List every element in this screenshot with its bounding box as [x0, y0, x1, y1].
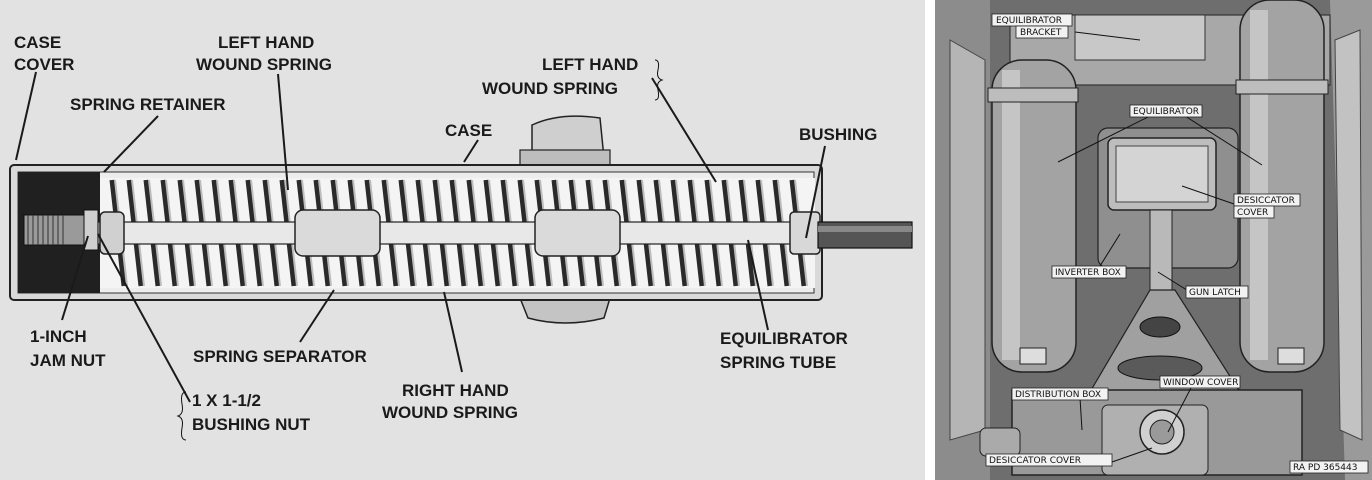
label-ra-pd: RA PD 365443	[1293, 463, 1357, 473]
label-gun-latch: GUN LATCH	[1189, 288, 1241, 298]
label-lh-spring-2-b: WOUND SPRING	[482, 79, 618, 98]
label-case-cover-1: CASE	[14, 33, 61, 52]
label-spring-retainer: SPRING RETAINER	[70, 95, 226, 114]
label-desiccator-bottom: DESICCATOR COVER	[989, 456, 1081, 466]
label-eq-tube-1: EQUILIBRATOR	[720, 329, 848, 348]
label-lh-spring-1-b: WOUND SPRING	[196, 55, 332, 74]
right-labels: EQUILIBRATOR BRACKET EQUILIBRATOR DESICC…	[985, 13, 1369, 474]
label-inverter-box: INVERTER BOX	[1055, 268, 1121, 278]
label-bushing-nut-1: 1 X 1-1/2	[192, 391, 261, 410]
brace-lh-spring	[654, 59, 664, 101]
spring-separators	[99, 209, 621, 257]
figure-separator	[925, 0, 935, 480]
left-leader-lines	[15, 71, 826, 403]
right-leader-lines	[1057, 31, 1263, 463]
label-eq-bracket-2: BRACKET	[1020, 28, 1062, 38]
label-lh-spring-1-a: LEFT HAND	[218, 33, 314, 52]
label-desiccator-top-2: COVER	[1237, 208, 1268, 218]
label-distribution-box: DISTRIBUTION BOX	[1015, 390, 1101, 400]
brace-bushing-nut	[176, 391, 187, 441]
label-lh-spring-2-a: LEFT HAND	[542, 55, 638, 74]
label-eq-bracket-1: EQUILIBRATOR	[996, 16, 1062, 26]
label-bushing: BUSHING	[799, 125, 877, 144]
bushing-shaft	[789, 211, 913, 255]
trunnion-mount	[518, 115, 612, 324]
label-eq-tube-2: SPRING TUBE	[720, 353, 836, 372]
left-labels: CASE COVER LEFT HAND WOUND SPRING SPRING…	[14, 33, 877, 441]
label-equilibrator: EQUILIBRATOR	[1133, 107, 1199, 117]
label-case: CASE	[445, 121, 492, 140]
case-cover-end	[18, 172, 100, 293]
label-window-cover: WINDOW COVER	[1163, 378, 1238, 388]
label-jam-nut-2: JAM NUT	[30, 351, 106, 370]
equilibrator-rod	[97, 221, 819, 245]
label-rh-spring-2: WOUND SPRING	[382, 403, 518, 422]
label-spring-separator: SPRING SEPARATOR	[193, 347, 367, 366]
label-jam-nut-1: 1-INCH	[30, 327, 87, 346]
label-desiccator-top-1: DESICCATOR	[1237, 196, 1295, 206]
label-case-cover-2: COVER	[14, 55, 74, 74]
label-rh-spring-1: RIGHT HAND	[402, 381, 509, 400]
right-figure-photo	[935, 0, 1372, 480]
label-bushing-nut-2: BUSHING NUT	[192, 415, 311, 434]
